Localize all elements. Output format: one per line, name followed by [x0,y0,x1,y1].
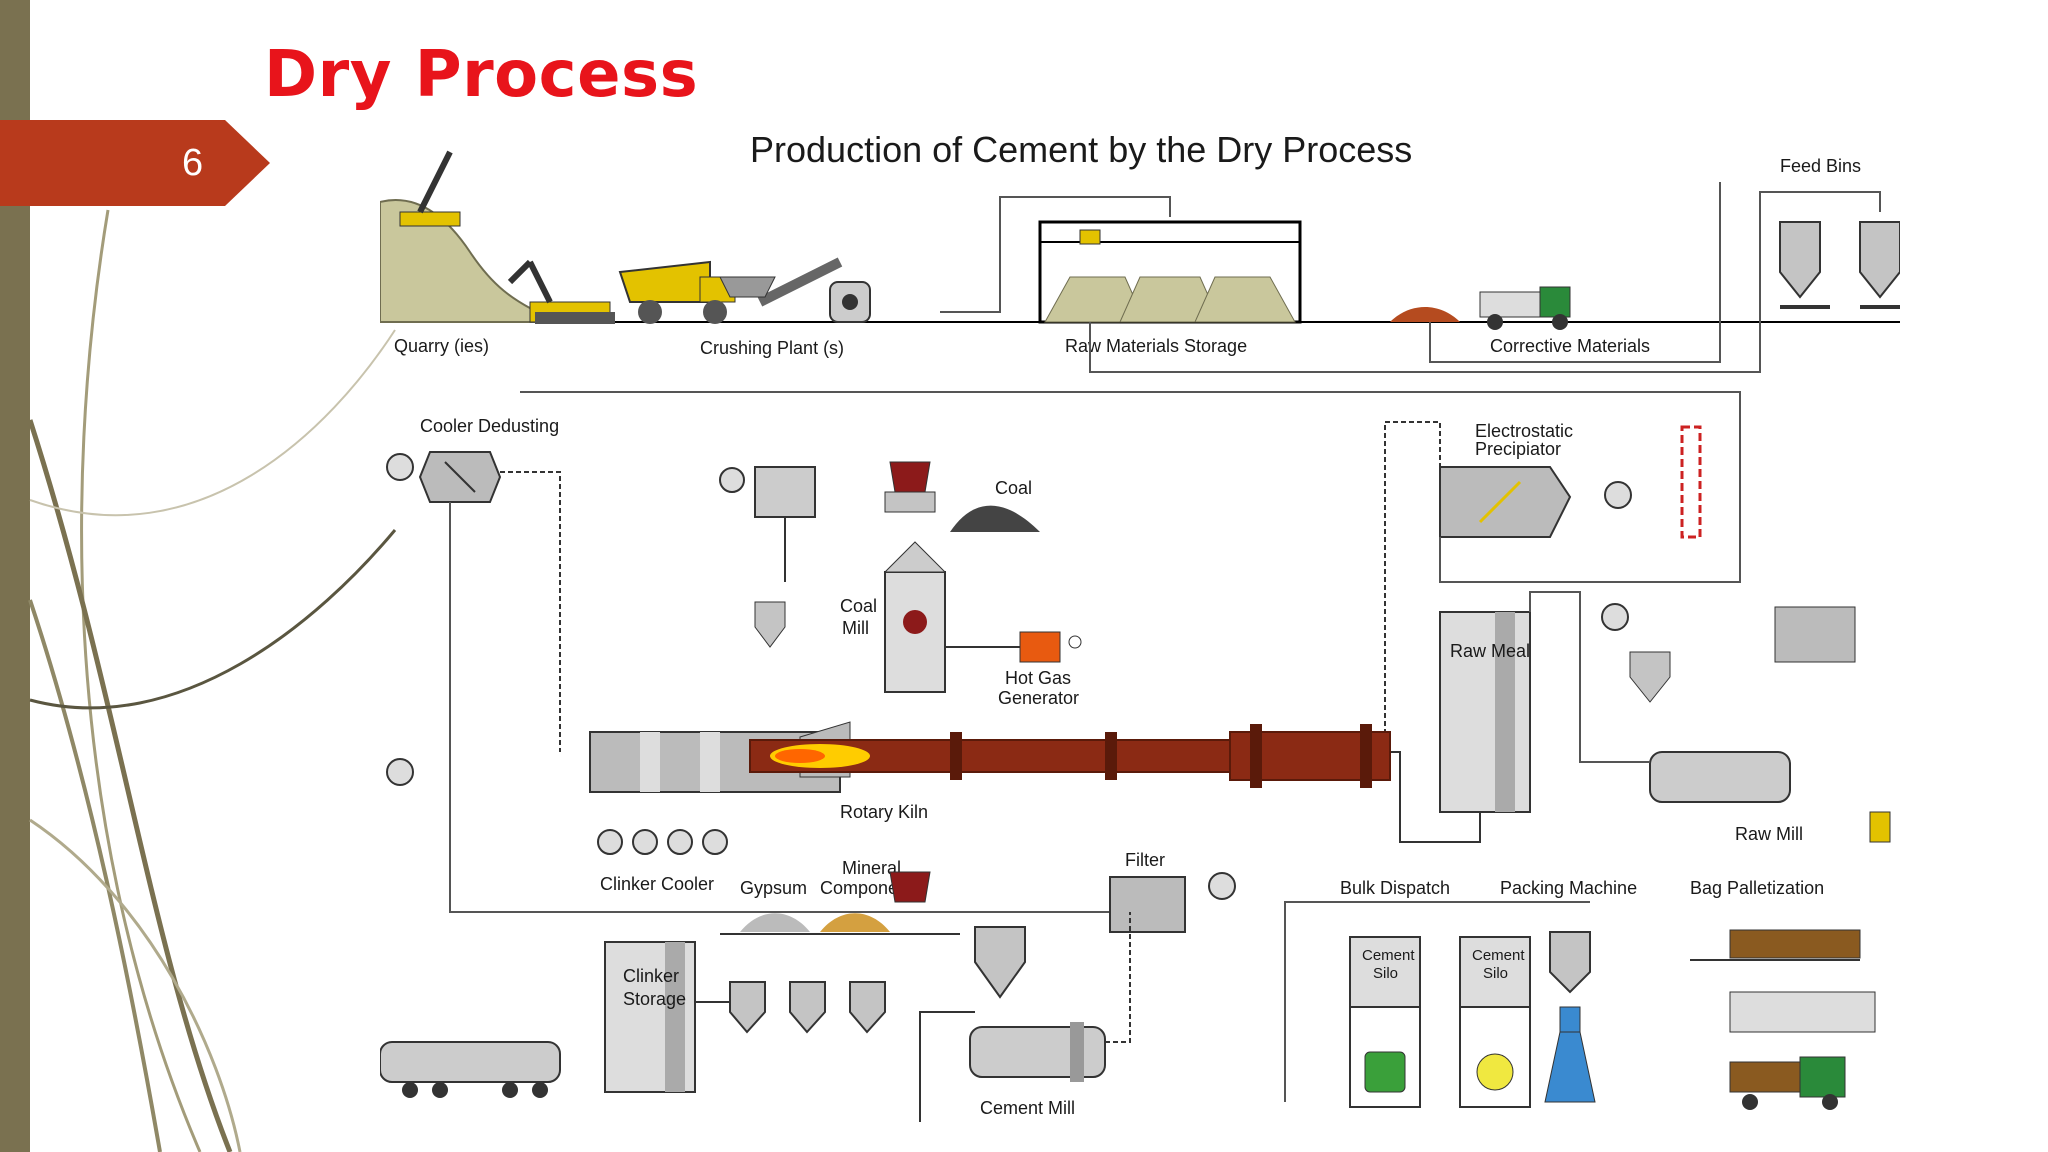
raw-meal-silo [1439,611,1531,813]
diagram-title: Production of Cement by the Dry Process [750,129,1412,170]
label-clinker-storage-2: Storage [623,989,686,1009]
label-crushing: Crushing Plant (s) [700,338,844,358]
feed-bins [1779,221,1900,309]
gypsum-mineral-piles [720,871,960,935]
label-raw-meal: Raw Meal [1450,641,1530,661]
label-cement-silo-2a: Cement [1472,947,1525,964]
label-cement-silo-1b: Silo [1373,965,1398,982]
clinker-cooler-fans [386,758,728,855]
label-electrostatic-2: Precipiator [1475,439,1561,459]
raw-mill [1601,603,1891,843]
electrostatic-precipitator [1439,425,1702,539]
label-coal-mill-2: Mill [842,618,869,638]
label-quarry: Quarry (ies) [394,336,489,356]
label-coal-mill-1: Coal [840,596,877,616]
clinker-storage [604,941,696,1093]
decorative-swoosh [27,209,397,1152]
label-feed-bins: Feed Bins [1780,156,1861,176]
label-bulk-dispatch: Bulk Dispatch [1340,878,1450,898]
cement-mill [969,1022,1106,1082]
slide-number-tab [0,120,270,206]
rotary-kiln [589,721,1391,793]
label-packing-machine: Packing Machine [1500,878,1637,898]
label-cement-mill: Cement Mill [980,1098,1075,1118]
raw-materials-storage [1038,220,1302,324]
label-hot-gas-2: Generator [998,688,1079,708]
slide-number: 6 [182,142,204,184]
label-filter: Filter [1125,850,1165,870]
label-hot-gas-1: Hot Gas [1005,668,1071,688]
coal-mill [883,541,947,693]
packing-machine [1544,931,1596,1103]
label-electrostatic-1: Electrostatic [1475,421,1573,441]
cement-mill-filter [974,872,1236,999]
coal-hopper [884,461,1040,532]
label-coal: Coal [995,478,1032,498]
dump-truck-illustration [618,260,736,324]
label-clinker-cooler: Clinker Cooler [600,874,714,894]
quarry-illustration [380,150,615,324]
cement-process-diagram: Production of Cement by the Dry Process [380,129,1900,1122]
label-rotary-kiln: Rotary Kiln [840,802,928,822]
corrective-materials-illustration [1390,286,1571,330]
label-corrective: Corrective Materials [1490,336,1650,356]
label-mineral-1: Mineral [842,858,901,878]
hot-gas-generator [945,631,1082,663]
label-clinker-storage-1: Clinker [623,966,679,986]
crusher-illustration [719,257,871,323]
label-bag-palletization: Bag Palletization [1690,878,1824,898]
rail-wagon [380,1041,561,1098]
label-raw-mill: Raw Mill [1735,824,1803,844]
label-cooler-dedusting: Cooler Dedusting [420,416,559,436]
coal-bin-filter [719,466,816,648]
label-cement-silo-2b: Silo [1483,965,1508,982]
label-raw-storage: Raw Materials Storage [1065,336,1247,356]
cooler-dedusting-unit [386,451,502,503]
bag-palletization [1690,929,1876,1110]
slide-title: Dry Process [264,38,699,112]
label-gypsum: Gypsum [740,878,807,898]
cement-silos [1349,936,1531,1108]
label-cement-silo-1a: Cement [1362,947,1415,964]
cement-bins [729,981,886,1034]
